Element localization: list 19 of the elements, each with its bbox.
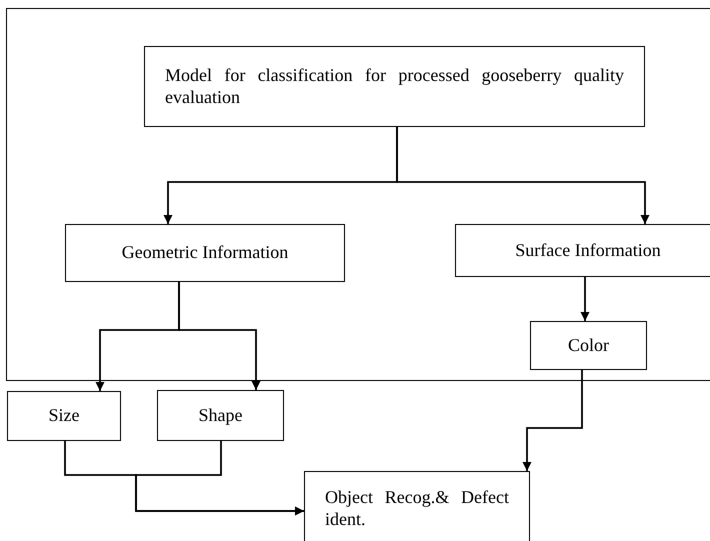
- arrow: [522, 370, 583, 471]
- box-text: Surface Information: [515, 240, 661, 262]
- process-box: [304, 471, 530, 541]
- box-text: Geometric Information: [122, 242, 288, 264]
- process-box: [144, 46, 645, 127]
- box-text: Size: [48, 405, 80, 427]
- process-box: [455, 224, 710, 277]
- arrow: [396, 127, 650, 224]
- process-box: [530, 321, 647, 370]
- box-text: Color: [568, 334, 609, 356]
- box-text: Shape: [198, 404, 242, 426]
- process-box: [65, 224, 345, 282]
- arrow: [580, 277, 590, 321]
- box-text: Model for classification for processed gooseberry quality evaluation: [165, 64, 624, 108]
- arrow: [135, 441, 304, 516]
- process-box: [157, 390, 284, 441]
- process-box: [7, 391, 121, 441]
- arrow: [178, 282, 260, 390]
- box-text: Object Recog.& Defect ident.: [325, 487, 509, 531]
